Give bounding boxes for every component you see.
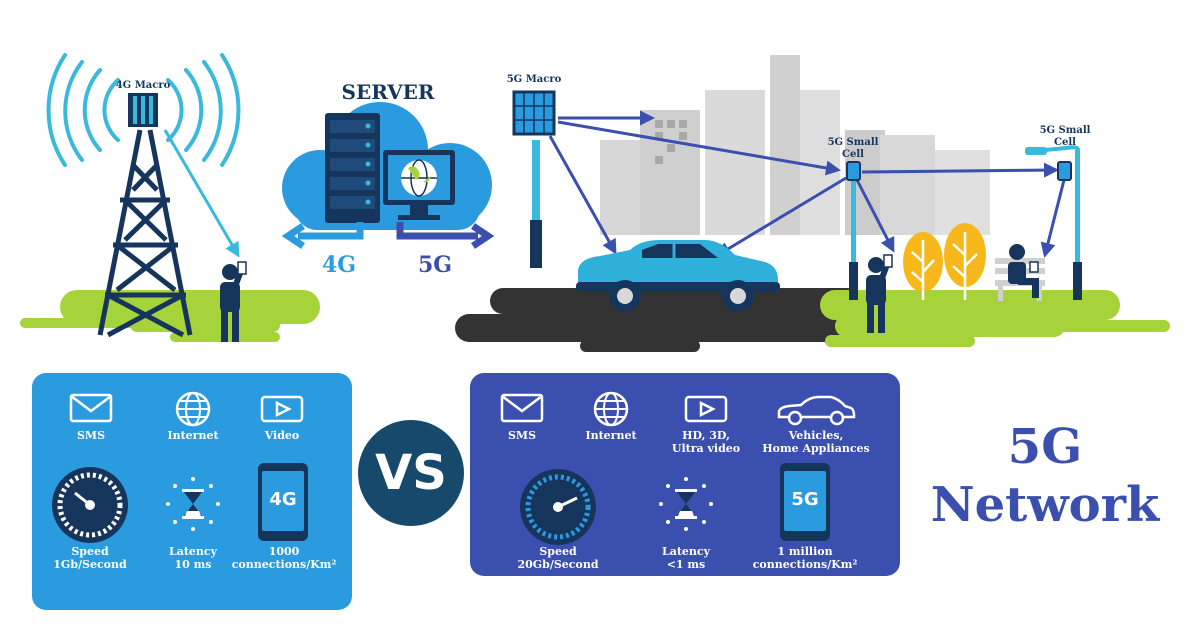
- server-rack: [325, 113, 380, 223]
- server-monitor: [383, 150, 455, 220]
- car-icon: [777, 395, 856, 426]
- phone-4g-icon: 4G: [258, 463, 308, 541]
- speedometer-icon: [520, 469, 596, 545]
- antenna-4g: [128, 93, 158, 127]
- ground-right: [820, 290, 1170, 347]
- vs-text: VS: [375, 445, 447, 501]
- feature-label-video-line2: Ultra video: [671, 442, 741, 455]
- feature-label-internet: Internet: [585, 429, 637, 442]
- speed-label: Speed: [539, 545, 577, 558]
- road: [455, 288, 860, 352]
- speed-label: Speed: [71, 545, 109, 558]
- globe-icon: [593, 391, 629, 427]
- feature-label-vehicles-line1: Vehicles,: [788, 429, 844, 442]
- trees: [903, 223, 986, 300]
- small-cell-2-label-line1: 5G Small: [1040, 125, 1091, 136]
- speed-value: 20Gb/Second: [517, 558, 599, 571]
- macro-5g-panel: [512, 90, 556, 268]
- panel-5g: SMS Internet HD, 3D, Ultra video Vehicle…: [470, 373, 900, 576]
- small-cell-1-label-line1: 5G Small: [828, 137, 879, 148]
- bench-person: [995, 244, 1045, 301]
- small-cell-1: [846, 161, 861, 300]
- feature-label-sms: SMS: [507, 429, 537, 442]
- tower-4g: [97, 129, 193, 338]
- globe-icon: [175, 391, 211, 427]
- ground-left: [20, 290, 320, 342]
- feature-label-vehicles-line2: Home Appliances: [762, 442, 870, 455]
- arrow-5g-label: 5G: [418, 252, 452, 278]
- connections-label: 1 million: [777, 545, 833, 558]
- connections-label: 1000: [268, 545, 300, 558]
- connections-value: connections/Km²: [752, 558, 858, 571]
- building-windows: [655, 120, 687, 164]
- latency-label: Latency: [661, 545, 711, 558]
- page-title: 5G Network: [915, 418, 1175, 534]
- person-4g: [220, 261, 247, 342]
- speedometer-icon: [52, 467, 128, 543]
- title-line2: Network: [930, 477, 1160, 533]
- feature-label-video: Video: [264, 429, 300, 442]
- server-arrows: [281, 222, 495, 249]
- play-icon: [260, 395, 304, 423]
- server-label: SERVER: [342, 80, 435, 104]
- phone-5g-text: 5G: [791, 489, 819, 510]
- latency-value: <1 ms: [666, 558, 706, 571]
- vs-badge: VS: [358, 420, 464, 526]
- feature-label-video-line1: HD, 3D,: [682, 429, 730, 442]
- envelope-icon: [500, 393, 544, 423]
- phone-4g-text: 4G: [269, 489, 297, 510]
- connections-value: connections/Km²: [231, 558, 337, 571]
- signal-arrows-5g: [548, 110, 1066, 258]
- play-icon: [684, 395, 728, 423]
- hourglass-icon: [166, 477, 220, 531]
- latency-value: 10 ms: [174, 558, 212, 571]
- person-5g-standing: [866, 254, 893, 333]
- car: [576, 240, 780, 312]
- small-cell-2-label-line2: Cell: [1054, 137, 1076, 148]
- envelope-icon: [69, 393, 113, 423]
- hourglass-icon: [659, 477, 713, 531]
- title-line1: 5G: [1007, 419, 1083, 475]
- signal-arrow-4g: [163, 129, 240, 258]
- feature-label-sms: SMS: [76, 429, 106, 442]
- latency-label: Latency: [168, 545, 218, 558]
- feature-label-internet: Internet: [167, 429, 219, 442]
- small-cell-1-label-line2: Cell: [842, 149, 864, 160]
- arrow-4g-label: 4G: [322, 252, 356, 278]
- speed-value: 1Gb/Second: [53, 558, 127, 571]
- small-cell-2: [1025, 145, 1082, 300]
- tower-4g-label: 4G Macro: [116, 80, 171, 91]
- phone-5g-icon: 5G: [780, 463, 830, 541]
- macro-5g-label: 5G Macro: [507, 74, 562, 85]
- signal-waves-4g: [46, 53, 241, 167]
- panel-4g: SMS Internet Video Speed 1Gb/Second Late…: [32, 373, 352, 610]
